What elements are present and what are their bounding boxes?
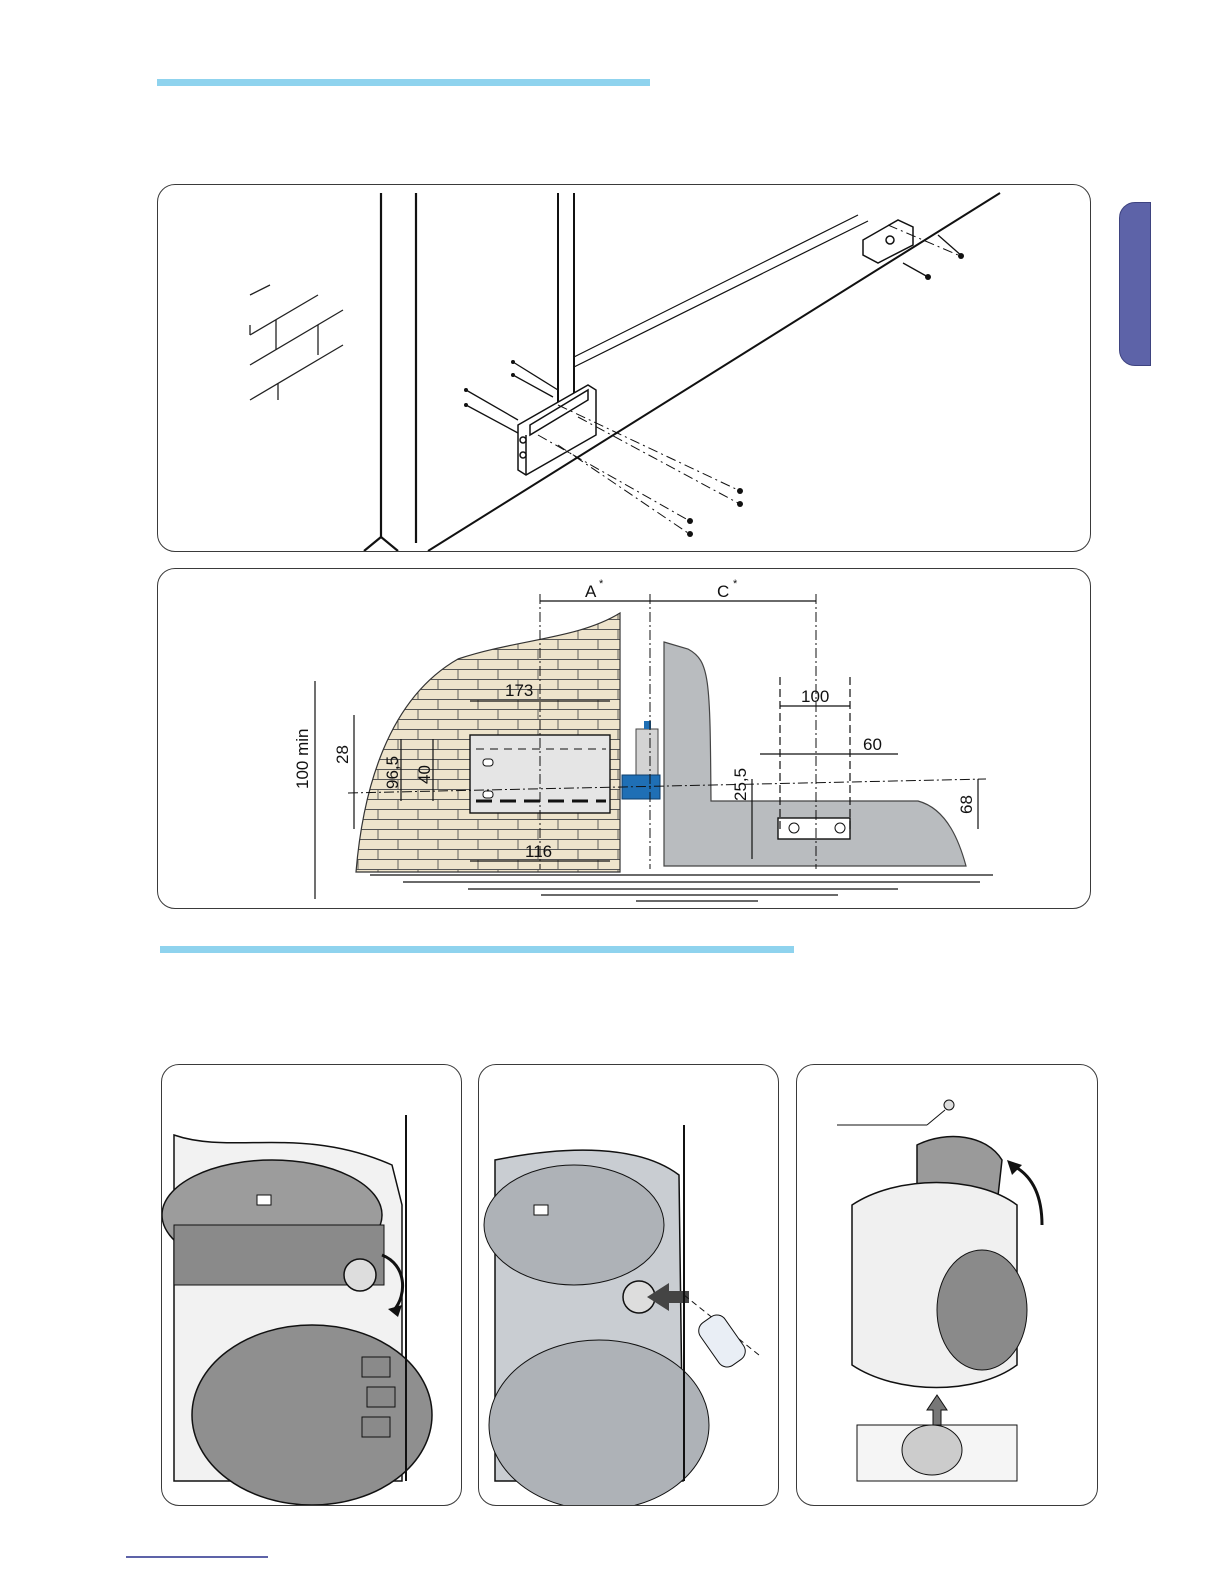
dim-116-label: 116	[525, 842, 552, 861]
dim-a-label: A	[585, 582, 597, 601]
dim-96-5-label: 96,5	[383, 756, 402, 789]
screw-icon	[944, 1100, 954, 1110]
step-open-lock-cover	[161, 1064, 462, 1506]
footer-link-rule	[126, 1556, 268, 1558]
wall-pillar	[364, 193, 416, 551]
hinge-post	[636, 729, 658, 779]
dim-100-label: 100	[801, 687, 829, 706]
dim-28-label: 28	[333, 745, 352, 764]
dim-25-5-label: 25,5	[731, 768, 750, 801]
bracket-installation-illustration	[157, 184, 1091, 552]
section-header-bar-1	[157, 79, 650, 86]
lock-icon	[344, 1259, 376, 1291]
step-insert-key	[478, 1064, 779, 1506]
dimension-drawing: A * C * 173 100 60 116 100 min 28 96,5 4…	[157, 568, 1091, 909]
dim-68-label: 68	[957, 795, 976, 814]
dim-c-label: C	[717, 582, 729, 601]
dim-a-star: *	[599, 578, 604, 590]
dim-40-label: 40	[415, 765, 434, 784]
step-remove-cover	[796, 1064, 1098, 1506]
screw-heads	[464, 253, 964, 537]
fixing-screws	[466, 235, 963, 433]
dim-100min-label: 100 min	[293, 729, 312, 789]
dim-c-star: *	[733, 578, 738, 590]
section-header-bar-2	[160, 946, 794, 953]
chapter-side-tab	[1119, 202, 1151, 366]
dim-60-label: 60	[863, 735, 882, 754]
upper-bracket	[863, 220, 913, 263]
dim-173-label: 173	[505, 681, 533, 700]
brick-wall-hint	[250, 285, 343, 400]
ground-lines	[370, 875, 993, 901]
gate-leaf	[428, 193, 1000, 551]
